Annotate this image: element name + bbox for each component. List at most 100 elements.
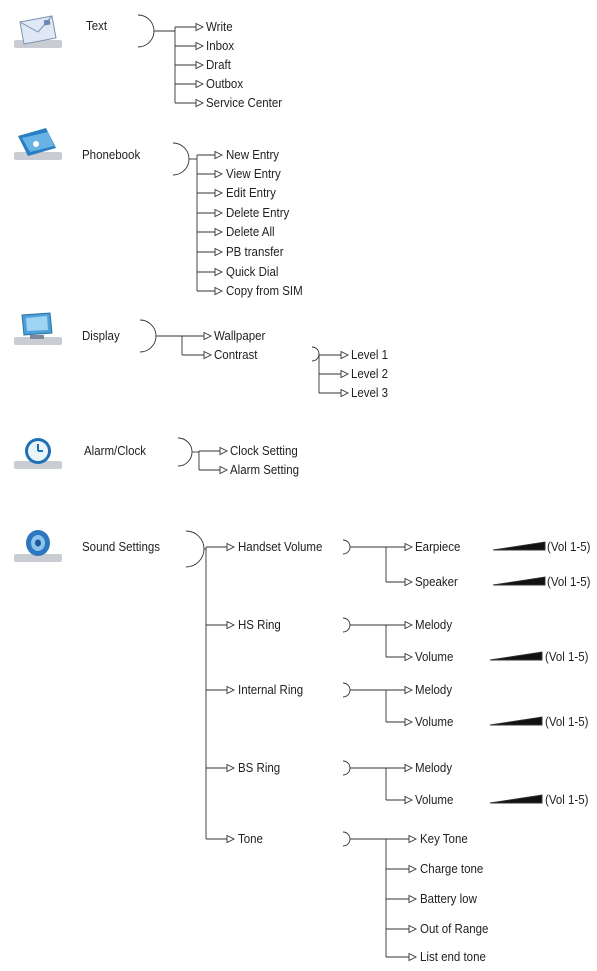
- vol-range: (Vol 1-5): [547, 575, 591, 589]
- phonebook-item: PB transfer: [226, 245, 284, 259]
- contrast-level: Level 2: [351, 367, 389, 381]
- arrow-head: [219, 465, 229, 475]
- hs-ring-melody: Melody: [415, 618, 453, 632]
- arrow-head: [203, 350, 213, 360]
- tone-item: Battery low: [420, 892, 477, 906]
- group-bracket: [172, 142, 190, 176]
- clock-icon: [12, 435, 64, 471]
- monitor-icon: [12, 311, 64, 347]
- tone-item: List end tone: [420, 950, 486, 964]
- group-bracket: [342, 760, 351, 776]
- arrow-head: [203, 331, 213, 341]
- arrow-head: [404, 795, 414, 805]
- arrow-head: [214, 286, 224, 296]
- phonebook-item: Quick Dial: [226, 265, 279, 279]
- arrow-head: [340, 388, 350, 398]
- bs-ring-volume: Volume: [415, 793, 454, 807]
- phonebook-item: View Entry: [226, 167, 281, 181]
- arrow-head: [404, 717, 414, 727]
- arrow-head: [226, 763, 236, 773]
- vol-range: (Vol 1-5): [545, 793, 589, 807]
- display-item-wallpaper: Wallpaper: [214, 329, 266, 343]
- arrow-head: [214, 188, 224, 198]
- volume-level-bar: [489, 651, 543, 661]
- contrast-level: Level 1: [351, 348, 389, 362]
- phonebook-menu-title: Phonebook: [82, 148, 141, 162]
- sound-bs-ring: BS Ring: [238, 761, 281, 775]
- arrow-head: [219, 446, 229, 456]
- arrow-head: [408, 864, 418, 874]
- arrow-head: [408, 924, 418, 934]
- phonebook-item: Delete Entry: [226, 206, 290, 220]
- arrow-head: [404, 685, 414, 695]
- group-bracket: [342, 831, 351, 847]
- group-bracket: [311, 346, 320, 362]
- phonebook-item: Delete All: [226, 225, 275, 239]
- group-bracket: [137, 14, 155, 48]
- phonebook-card-icon: [12, 126, 64, 162]
- group-bracket: [342, 617, 351, 633]
- arrow-head: [214, 227, 224, 237]
- arrow-head: [226, 834, 236, 844]
- text-item-outbox: Outbox: [206, 77, 244, 91]
- contrast-level: Level 3: [351, 386, 389, 400]
- hs-ring-volume: Volume: [415, 650, 454, 664]
- display-item-contrast: Contrast: [214, 348, 258, 362]
- arrow-head: [195, 22, 205, 32]
- arrow-head: [408, 952, 418, 962]
- arrow-head: [408, 834, 418, 844]
- arrow-head: [214, 267, 224, 277]
- arrow-head: [214, 247, 224, 257]
- envelope-icon: [12, 14, 64, 50]
- sound-menu-title: Sound Settings: [82, 540, 161, 554]
- sound-hs-ring: HS Ring: [238, 618, 281, 632]
- group-bracket: [177, 437, 193, 467]
- arrow-head: [404, 577, 414, 587]
- arrow-head: [404, 652, 414, 662]
- alarm-item-alarm-setting: Alarm Setting: [230, 463, 300, 477]
- group-bracket: [342, 539, 351, 555]
- vol-range: (Vol 1-5): [547, 540, 591, 554]
- volume-level-bar: [489, 716, 543, 726]
- group-bracket: [139, 319, 157, 353]
- text-menu-title: Text: [86, 19, 108, 33]
- vol-range: (Vol 1-5): [545, 715, 589, 729]
- arrow-head: [404, 763, 414, 773]
- sound-tone: Tone: [238, 832, 263, 846]
- arrow-head: [404, 542, 414, 552]
- speaker-icon: [12, 528, 64, 564]
- arrow-head: [214, 208, 224, 218]
- alarm-menu-title: Alarm/Clock: [84, 444, 146, 458]
- text-item-inbox: Inbox: [206, 39, 235, 53]
- arrow-head: [195, 98, 205, 108]
- arrow-head: [226, 685, 236, 695]
- arrow-head: [214, 169, 224, 179]
- text-item-draft: Draft: [206, 58, 231, 72]
- sound-handset-volume: Handset Volume: [238, 540, 323, 554]
- group-bracket: [342, 682, 351, 698]
- alarm-item-clock-setting: Clock Setting: [230, 444, 298, 458]
- group-bracket: [185, 530, 205, 568]
- arrow-head: [340, 350, 350, 360]
- arrow-head: [226, 620, 236, 630]
- phonebook-item: Edit Entry: [226, 186, 276, 200]
- arrow-head: [226, 542, 236, 552]
- display-menu-title: Display: [82, 329, 120, 343]
- phonebook-item: New Entry: [226, 148, 280, 162]
- internal-ring-volume: Volume: [415, 715, 454, 729]
- vol-range: (Vol 1-5): [545, 650, 589, 664]
- phonebook-item: Copy from SIM: [226, 284, 303, 298]
- internal-ring-melody: Melody: [415, 683, 453, 697]
- text-item-service-center: Service Center: [206, 96, 283, 110]
- volume-level-bar: [492, 541, 546, 551]
- arrow-head: [195, 60, 205, 70]
- arrow-head: [195, 41, 205, 51]
- arrow-head: [214, 150, 224, 160]
- sound-internal-ring: Internal Ring: [238, 683, 304, 697]
- volume-level-bar: [489, 794, 543, 804]
- tone-item: Key Tone: [420, 832, 468, 846]
- bs-ring-melody: Melody: [415, 761, 453, 775]
- tone-item: Charge tone: [420, 862, 484, 876]
- handset-speaker: Speaker: [415, 575, 458, 589]
